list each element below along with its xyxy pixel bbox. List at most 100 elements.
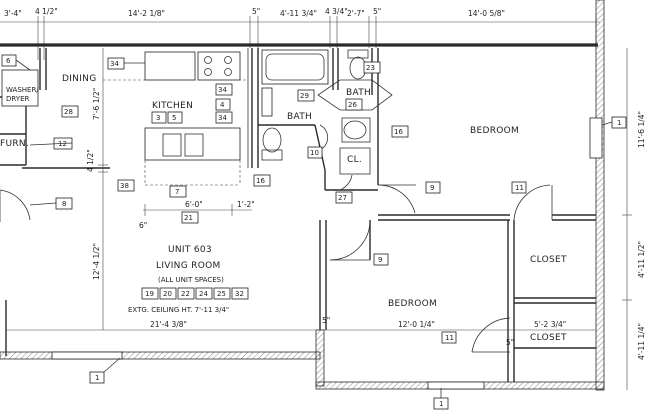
unit-tag-box-3 bbox=[177, 287, 195, 300]
washer-dryer-unit bbox=[1, 69, 39, 107]
stove bbox=[197, 51, 241, 81]
tag-34a: 34 bbox=[110, 60, 119, 68]
dimension-texts: 7'-6 1/2" 4 1/2" 12'-4 1/2" 11'-6 1/4" 4… bbox=[86, 88, 646, 360]
dim-kitchen-w: 6'-0" bbox=[185, 200, 203, 209]
unit-tag-5: 25 bbox=[217, 290, 226, 298]
dim-left-3: 12'-4 1/2" bbox=[92, 243, 101, 280]
unit-tag-box-5 bbox=[213, 287, 231, 300]
dim-top-4: 5" bbox=[252, 7, 260, 16]
kitchen-counter bbox=[144, 127, 241, 161]
tag-34c: 34 bbox=[218, 114, 227, 122]
tag-9a: 9 bbox=[430, 184, 434, 192]
tag-12: 12 bbox=[58, 140, 67, 148]
window-living bbox=[51, 351, 123, 360]
tag-4: 4 bbox=[220, 101, 225, 109]
tag-23: 23 bbox=[366, 64, 375, 72]
window-bedroom-bottom bbox=[427, 381, 485, 390]
unit-tag-row: 19 20 22 24 25 32 bbox=[141, 287, 249, 300]
label-closet-small: CL. bbox=[347, 155, 362, 165]
tag-11a: 11 bbox=[515, 184, 524, 192]
unit-tag-box-2 bbox=[159, 287, 177, 300]
unit-ceiling-note: EXTG. CEILING HT. 7'-11 3/4" bbox=[128, 306, 229, 314]
interior-walls bbox=[0, 48, 596, 382]
unit-tag-4: 24 bbox=[199, 290, 208, 298]
tag-7: 7 bbox=[175, 188, 179, 196]
windows bbox=[51, 117, 603, 390]
bathroom-fixtures bbox=[261, 49, 371, 175]
label-furn: FURN. bbox=[0, 139, 29, 149]
dim-top-8: 5" bbox=[373, 7, 381, 16]
unit-tag-box-6 bbox=[231, 287, 249, 300]
kitchen-fixtures bbox=[103, 48, 249, 186]
label-closet-bottom: CLOSET bbox=[530, 333, 567, 343]
label-washer: WASHER/ bbox=[6, 86, 39, 94]
dimension-lines bbox=[6, 48, 632, 390]
tag-10: 10 bbox=[310, 149, 319, 157]
label-bedroom-bottom: BEDROOM bbox=[388, 299, 437, 309]
door-swings bbox=[0, 124, 553, 353]
dim-bed-5: 5" bbox=[506, 338, 514, 347]
window-bedroom bbox=[589, 117, 603, 159]
unit-room: LIVING ROOM bbox=[156, 261, 221, 271]
refrigerator bbox=[144, 51, 196, 81]
unit-tag-box-1 bbox=[141, 287, 159, 300]
dim-right-1: 11'-6 1/4" bbox=[637, 111, 646, 148]
tag-29: 29 bbox=[300, 92, 309, 100]
dim-mid-5: 5" bbox=[322, 316, 330, 325]
vanity-left bbox=[261, 87, 273, 117]
tag-8: 8 bbox=[62, 200, 66, 208]
unit-tag-6: 32 bbox=[235, 290, 244, 298]
dim-top-7: 2'-7" bbox=[347, 9, 365, 18]
dim-right-2: 4'-11 1/2" bbox=[637, 241, 646, 278]
bathtub bbox=[261, 49, 329, 85]
dim-kitchen-6: 6" bbox=[139, 221, 147, 230]
label-kitchen: KITCHEN bbox=[152, 101, 193, 111]
dim-top-3: 14'-2 1/8" bbox=[128, 9, 165, 18]
label-bath-left: BATH bbox=[287, 112, 312, 122]
dim-right-3: 4'-11 1/4" bbox=[637, 323, 646, 360]
dim-top-6: 4 3/4" bbox=[325, 7, 348, 16]
unit-tag-box-4 bbox=[195, 287, 213, 300]
dim-top-2: 4 1/2" bbox=[35, 7, 58, 16]
dim-top-5: 4'-11 3/4" bbox=[280, 9, 317, 18]
tag-11b: 11 bbox=[445, 334, 454, 342]
dim-top-9: 14'-0 5/8" bbox=[468, 9, 505, 18]
unit-title: UNIT 603 bbox=[168, 245, 212, 255]
label-bath-right: BATH bbox=[346, 88, 371, 98]
tag-26: 26 bbox=[348, 101, 357, 109]
label-bedroom-top: BEDROOM bbox=[470, 126, 519, 136]
keynote-tags: 6 28 12 8 34 34 34 3 5 4 38 7 21 16 10 2… bbox=[1, 54, 627, 410]
dim-kitchen-gap: 1'-2" bbox=[237, 200, 255, 209]
unit-tag-1: 19 bbox=[145, 290, 154, 298]
tag-9b: 9 bbox=[378, 256, 382, 264]
dim-living-w: 21'-4 3/8" bbox=[150, 320, 187, 329]
tag-16a: 16 bbox=[256, 177, 265, 185]
tag-5: 5 bbox=[172, 114, 176, 122]
tag-34b: 34 bbox=[218, 86, 227, 94]
dim-left-1: 7'-6 1/2" bbox=[92, 88, 101, 120]
tag-21: 21 bbox=[184, 214, 193, 222]
bath-sink-right bbox=[343, 120, 367, 140]
unit-block: UNIT 603 LIVING ROOM (ALL UNIT SPACES) 1… bbox=[128, 245, 249, 314]
dim-bed-w: 12'-0 1/4" bbox=[398, 320, 435, 329]
dim-top-1: 3'-4" bbox=[4, 9, 22, 18]
tag-27: 27 bbox=[338, 194, 347, 202]
dim-closet-w: 5'-2 3/4" bbox=[534, 320, 566, 329]
unit-tag-2: 20 bbox=[163, 290, 172, 298]
toilet-left bbox=[262, 127, 282, 153]
tag-1a: 1 bbox=[617, 119, 621, 127]
top-dimension-string: 3'-4" 4 1/2" 14'-2 1/8" 5" 4'-11 3/4" 4 … bbox=[0, 7, 600, 60]
label-dryer: DRYER bbox=[6, 95, 30, 103]
tag-3: 3 bbox=[156, 114, 160, 122]
room-labels: DINING KITCHEN WASHER/ DRYER FURN. BATH … bbox=[0, 74, 567, 343]
tag-6: 6 bbox=[6, 57, 11, 65]
dim-left-2: 4 1/2" bbox=[86, 149, 95, 172]
tag-16b: 16 bbox=[394, 128, 403, 136]
unit-tag-3: 22 bbox=[181, 290, 190, 298]
label-closet-top: CLOSET bbox=[530, 255, 567, 265]
unit-subtitle: (ALL UNIT SPACES) bbox=[158, 276, 224, 284]
tag-1b: 1 bbox=[95, 374, 99, 382]
washer-dryer bbox=[1, 69, 39, 107]
tag-1c: 1 bbox=[439, 400, 443, 408]
